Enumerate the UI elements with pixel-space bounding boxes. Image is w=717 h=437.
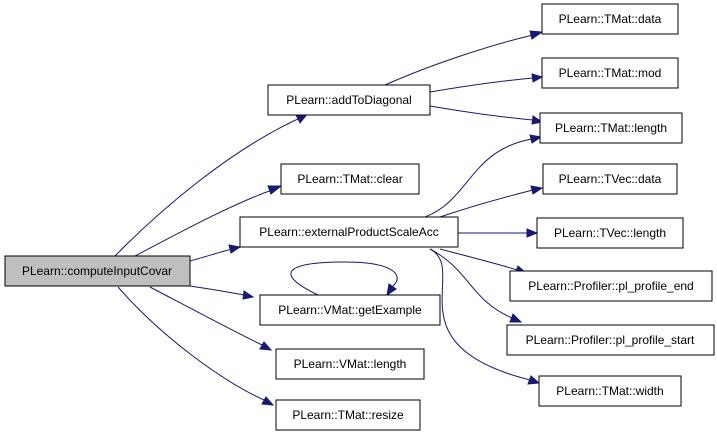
edge-compute-input-covar-to-vmat-length [149,286,273,351]
node-label: PLearn::TMat::resize [292,408,404,422]
node-label: PLearn::Profiler::pl_profile_end [528,279,693,293]
node-label: PLearn::addToDiagonal [286,93,411,107]
edges [114,30,544,406]
node-vmat-get-example[interactable]: PLearn::VMat::getExample [259,294,441,326]
node-label: PLearn::TVec::data [559,172,662,186]
node-profiler-start[interactable]: PLearn::Profiler::pl_profile_start [506,324,715,356]
node-label: PLearn::externalProductScaleAcc [259,225,438,239]
node-label: PLearn::computeInputCovar [22,264,172,278]
node-tmat-width[interactable]: PLearn::TMat::width [538,375,682,407]
edge-compute-input-covar-to-external-product-scale-acc [189,244,242,262]
node-label: PLearn::VMat::length [294,357,407,371]
node-external-product-scale-acc[interactable]: PLearn::externalProductScaleAcc [239,216,459,248]
edge-external-product-scale-acc-to-profiler-start [429,248,523,323]
node-label: PLearn::TVec::length [554,226,666,240]
edge-external-product-scale-acc-to-tvec-data [439,185,544,218]
node-label: PLearn::TMat::mod [559,66,662,80]
node-vmat-length[interactable]: PLearn::VMat::length [275,348,425,380]
edge-add-to-diagonal-to-tmat-mod [429,73,544,93]
node-tmat-mod[interactable]: PLearn::TMat::mod [541,57,679,89]
edge-add-to-diagonal-to-tmat-data [384,30,544,86]
nodes: PLearn::computeInputCovar PLearn::addToD… [4,3,715,431]
edge-add-to-diagonal-to-tmat-length [429,105,544,125]
node-tmat-length[interactable]: PLearn::TMat::length [539,112,683,144]
edge-external-product-scale-acc-to-tmat-width [429,248,541,385]
edge-external-product-scale-acc-to-tvec-length [458,228,539,238]
node-tvec-data[interactable]: PLearn::TVec::data [542,163,678,195]
edge-external-product-scale-acc-to-tmat-length [424,134,543,218]
node-tmat-clear[interactable]: PLearn::TMat::clear [280,163,420,195]
node-label: PLearn::TMat::length [555,121,667,135]
node-tmat-data[interactable]: PLearn::TMat::data [541,3,679,35]
node-profiler-end[interactable]: PLearn::Profiler::pl_profile_end [509,270,713,302]
edge-vmat-get-example-self-loop [290,261,398,297]
edge-external-product-scale-acc-to-profiler-end [439,248,528,275]
node-tvec-length[interactable]: PLearn::TVec::length [536,217,684,249]
edge-compute-input-covar-to-tmat-resize [117,286,275,406]
node-tmat-resize[interactable]: PLearn::TMat::resize [275,399,421,431]
node-label: PLearn::Profiler::pl_profile_start [526,333,695,347]
edge-compute-input-covar-to-tmat-clear [134,185,283,257]
node-label: PLearn::TMat::clear [297,172,402,186]
node-label: PLearn::VMat::getExample [278,303,422,317]
node-add-to-diagonal[interactable]: PLearn::addToDiagonal [267,84,431,116]
node-compute-input-covar[interactable]: PLearn::computeInputCovar [4,255,191,287]
node-label: PLearn::TMat::width [556,384,663,398]
edge-compute-input-covar-to-vmat-get-example [189,285,255,300]
node-label: PLearn::TMat::data [559,12,662,26]
